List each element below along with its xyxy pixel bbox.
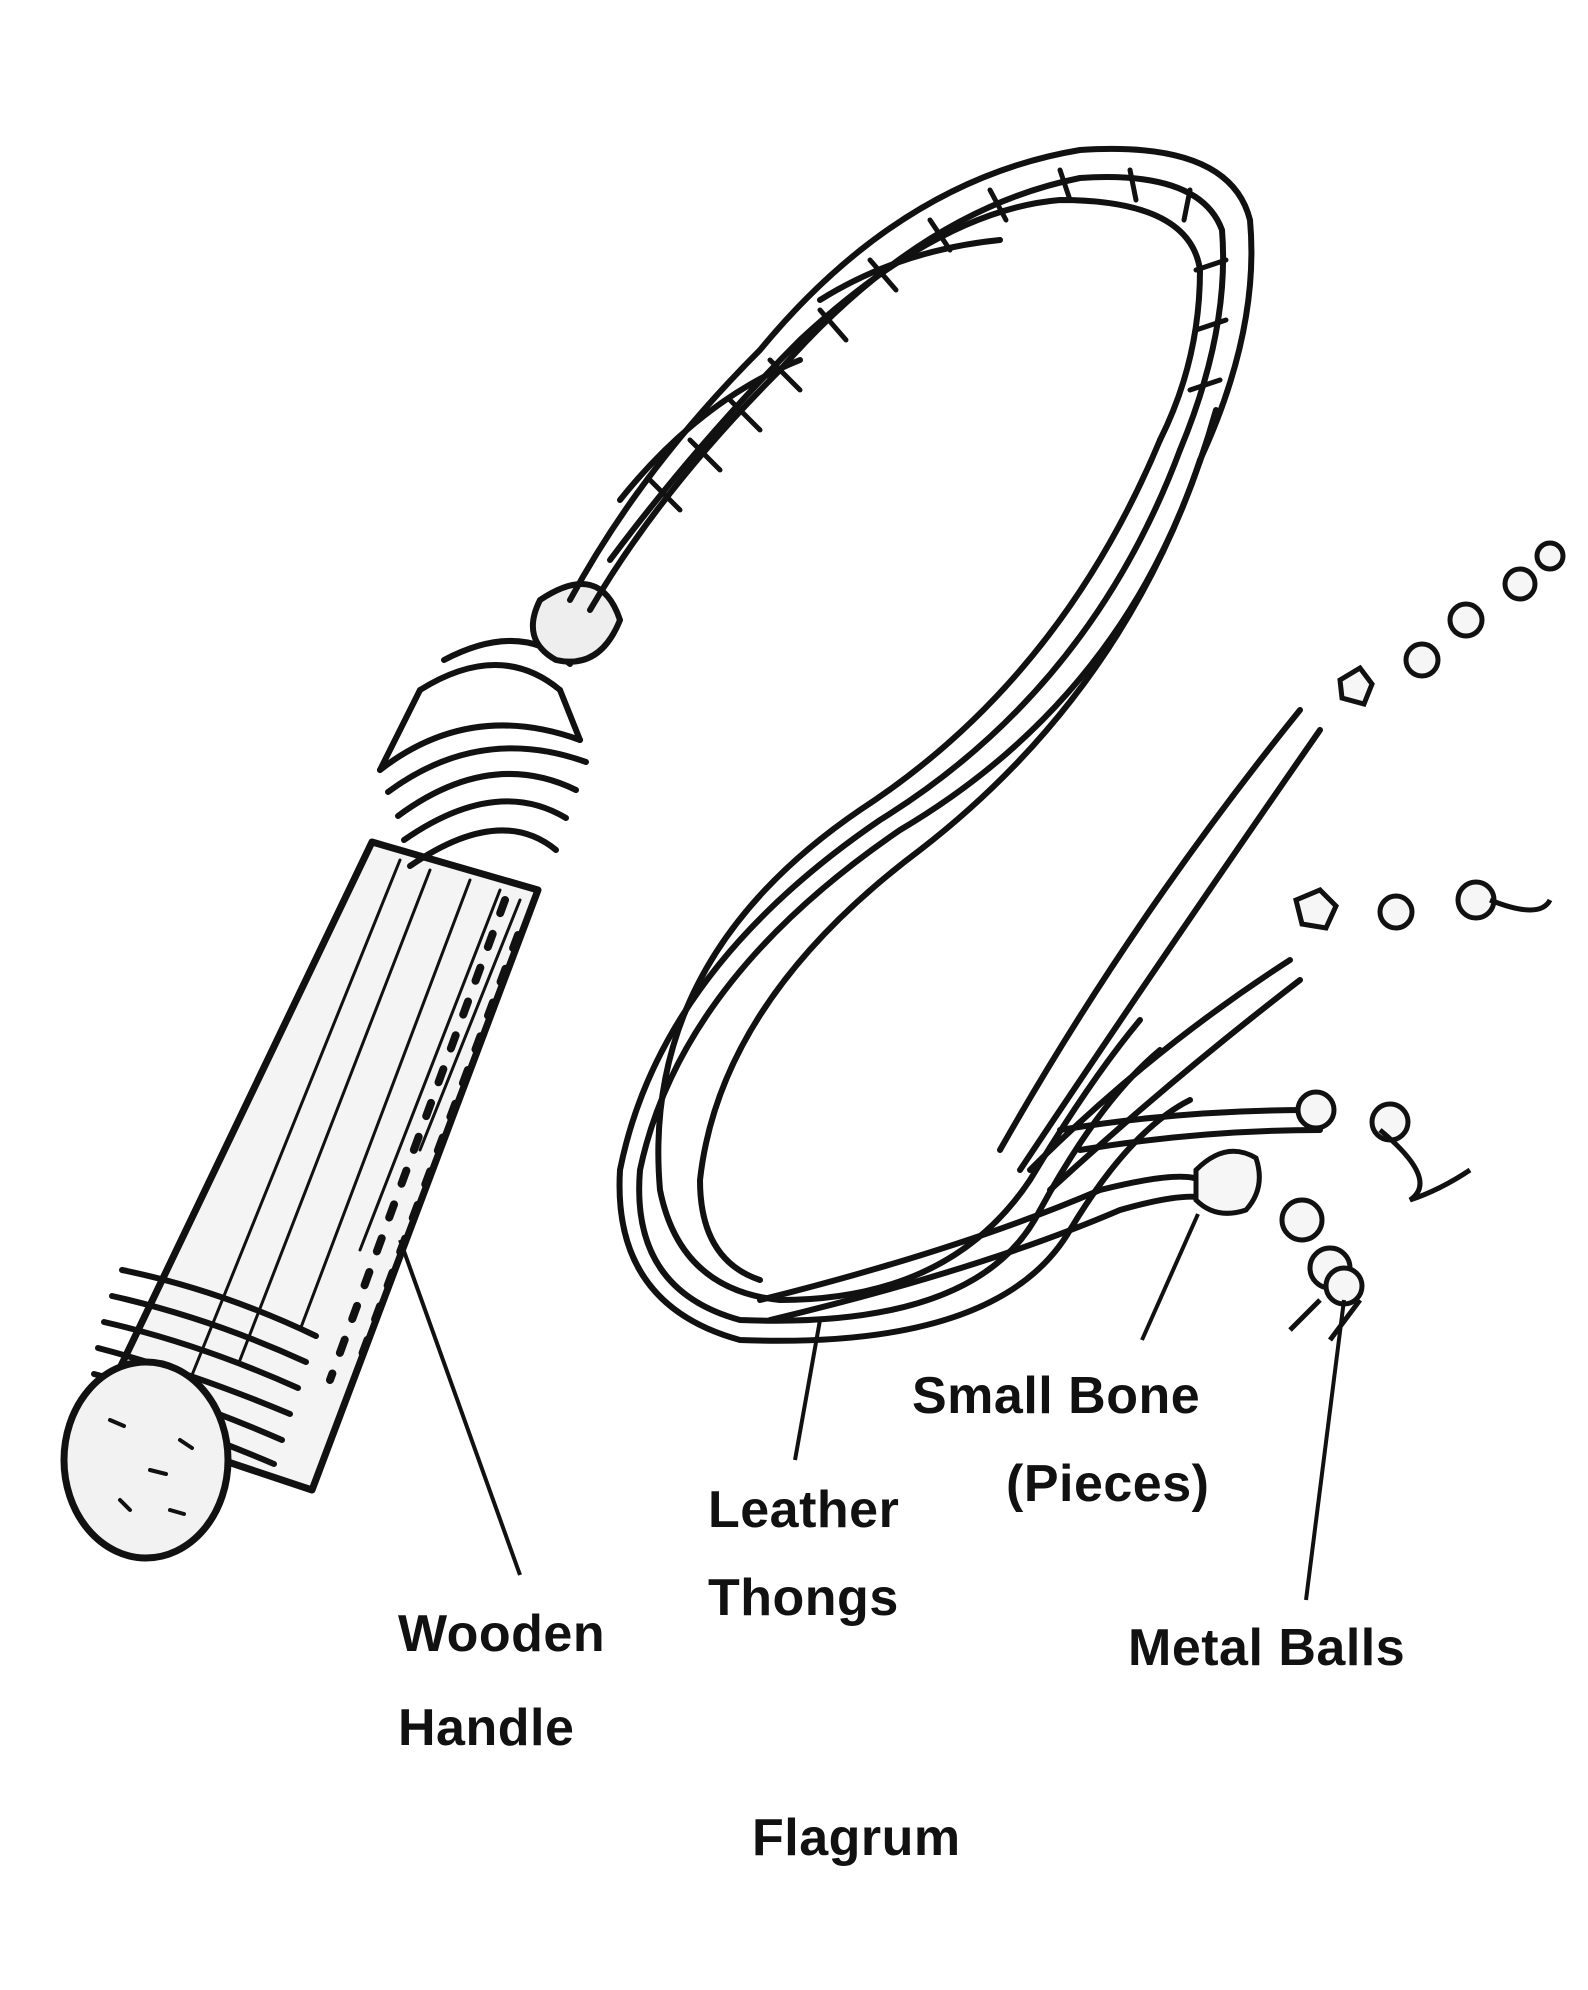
metal-ball (1502, 566, 1538, 602)
metal-ball (1295, 1089, 1337, 1131)
leader-wooden-handle (398, 1239, 522, 1576)
leader-leather-thongs (793, 1319, 822, 1461)
figure-caption-text: Flagrum (752, 1809, 961, 1867)
handle-shading (326, 896, 522, 1384)
upper-wrap (377, 638, 589, 869)
label-wooden-handle: Wooden Handle (398, 1608, 605, 1754)
metal-ball (1534, 540, 1566, 572)
leather-thongs-drawing (616, 407, 1323, 1344)
leader-small-bone (1140, 1213, 1200, 1341)
handle-body (92, 838, 542, 1494)
handle-pommel (60, 1358, 232, 1562)
figure-caption: Flagrum (752, 1812, 961, 1864)
label-metal-balls-text: Metal Balls (1128, 1619, 1406, 1677)
metal-ball (1403, 641, 1441, 679)
label-leather-thongs: Leather Thongs (708, 1484, 899, 1624)
label-small-bone: Small Bone (Pieces) (912, 1370, 1209, 1510)
metal-ball (1455, 879, 1497, 921)
metal-ball (1279, 1197, 1325, 1243)
leader-metal-balls (1304, 1299, 1346, 1601)
metal-ball (1447, 601, 1485, 639)
label-small-bone-line1: Small Bone (912, 1367, 1201, 1425)
bone-piece (1337, 664, 1375, 707)
metal-ball (1323, 1265, 1365, 1307)
metal-ball (1369, 1101, 1411, 1143)
label-small-bone-line2: (Pieces) (1006, 1455, 1210, 1513)
leader-lines (398, 1213, 1346, 1601)
handle-knot (529, 581, 623, 665)
label-leather-thongs-line2: Thongs (708, 1569, 899, 1627)
label-leather-thongs-line1: Leather (708, 1481, 900, 1539)
handle-grain (188, 858, 522, 1382)
wooden-handle (60, 581, 623, 1562)
pommel-texture (108, 1418, 194, 1516)
bone-piece (1193, 1148, 1262, 1216)
bone-piece (1293, 887, 1339, 931)
metal-ball (1377, 893, 1415, 931)
label-metal-balls: Metal Balls (1128, 1622, 1405, 1674)
thong-ends (1193, 540, 1566, 1342)
braided-thongs (567, 145, 1255, 613)
label-wooden-handle-line1: Wooden (398, 1605, 606, 1663)
label-wooden-handle-line2: Handle (398, 1699, 575, 1757)
